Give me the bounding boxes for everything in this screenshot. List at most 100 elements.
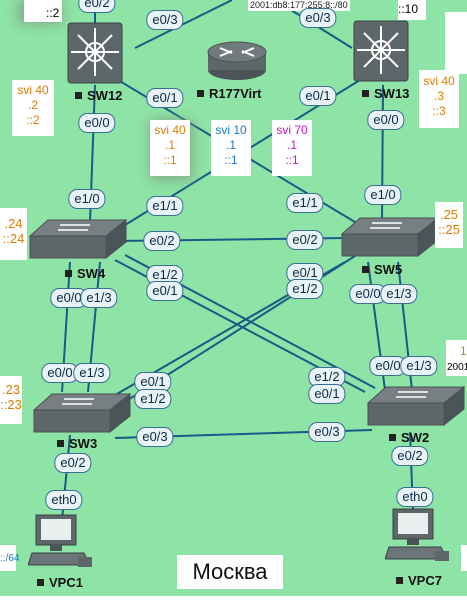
sw5-name: SW5 (374, 262, 403, 277)
edge-text-left-bottom: ::/64 (0, 553, 20, 564)
port-sw4-e01[interactable]: e0/1 (146, 281, 184, 301)
port-sw12-e00[interactable]: e0/0 (78, 113, 116, 133)
edge-text-top-left: ::2 (46, 6, 60, 20)
sw5-ipv6: ::25 (438, 222, 460, 237)
r177-svi70-name: svi 70 (276, 123, 308, 137)
sw4-label: SW4 (65, 266, 105, 281)
port-sw5-e00[interactable]: e0/0 (349, 284, 387, 304)
port-sw4-e13[interactable]: e1/3 (80, 288, 118, 308)
port-sw5-e11[interactable]: e1/1 (286, 193, 324, 213)
port-sw13-e00[interactable]: e0/0 (367, 110, 405, 130)
sw12-label: SW12 (75, 88, 122, 103)
port-sw2-e02[interactable]: e0/2 (391, 446, 429, 466)
sw12-svi-ipv6: ::2 (26, 113, 40, 127)
sw3-addr-box (0, 376, 22, 424)
port-sw2-e03[interactable]: e0/3 (308, 422, 346, 442)
r177-svi40-ipv6: ::1 (163, 153, 177, 167)
port-vpc7-eth0[interactable]: eth0 (396, 487, 434, 507)
port-sw12-r177[interactable]: e0/3 (146, 10, 184, 30)
city-label: Москва (177, 555, 283, 589)
edge-text-right-mid: 1 (460, 344, 467, 358)
sw12-switch-icon[interactable] (67, 22, 123, 84)
sw4-name: SW4 (77, 266, 106, 281)
port-sw12-e01[interactable]: e0/1 (146, 88, 184, 108)
port-sw12-top[interactable]: e0/2 (78, 0, 116, 13)
port-sw3-e13[interactable]: e1/3 (73, 363, 111, 383)
sw12-name: SW12 (87, 88, 123, 103)
port-sw13-e01[interactable]: e0/1 (299, 86, 337, 106)
port-r177-sw13[interactable]: e0/3 (299, 8, 337, 28)
port-sw5-e12[interactable]: e1/2 (286, 279, 324, 299)
sw5-addresses: .25 ::25 (435, 207, 463, 237)
port-sw5-e02[interactable]: e0/2 (286, 230, 324, 250)
port-sw5-e13[interactable]: e1/3 (380, 284, 418, 304)
edge-box-right-top (445, 12, 467, 74)
r177-svi40-addresses: svi 40 .1 ::1 (150, 123, 190, 168)
r177virt-label: R177Virt (197, 86, 262, 101)
sw5-addr-box (435, 202, 463, 248)
r177-svi70-ipv4: .1 (286, 138, 297, 152)
sw2-name: SW2 (401, 430, 430, 445)
r177-svi40-box (150, 120, 190, 176)
r177-svi70-ipv6: ::1 (285, 153, 299, 167)
link-sw12-r177 (134, 0, 233, 49)
r177-svi70-box (272, 120, 312, 176)
sw13-svi-name: svi 40 (423, 74, 455, 88)
port-sw4-e12[interactable]: e1/2 (146, 265, 184, 285)
port-sw5-e10[interactable]: e1/0 (364, 185, 402, 205)
vpc7-name: VPC7 (408, 573, 442, 588)
sw3-label: SW3 (57, 436, 97, 451)
sw12-svi-addresses: svi 40 .2 ::2 (12, 83, 54, 128)
port-sw4-e02[interactable]: e0/2 (143, 231, 181, 251)
edge-box-top-left (24, 0, 62, 22)
edge-box-top-right (398, 0, 426, 20)
port-sw3-e02[interactable]: e0/2 (54, 453, 92, 473)
r177-svi10-ipv6: ::1 (224, 153, 238, 167)
port-sw4-e10[interactable]: e1/0 (68, 189, 106, 209)
port-sw2-e13[interactable]: e1/3 (400, 356, 438, 376)
sw12-svi-ipv4: .2 (27, 98, 38, 112)
sw3-name: SW3 (69, 436, 98, 451)
port-sw4-e00[interactable]: e0/0 (50, 288, 88, 308)
vpc1-pc-icon[interactable] (28, 513, 94, 569)
sw13-label: SW13 (362, 86, 409, 101)
r177-svi40-ipv4: .1 (164, 138, 175, 152)
sw5-switch-icon[interactable] (340, 216, 440, 258)
edge-box-left-bottom (0, 545, 16, 571)
port-sw2-e01[interactable]: e0/1 (308, 384, 346, 404)
sw4-addr-box (0, 208, 27, 260)
sw5-label: SW5 (362, 262, 402, 277)
port-sw3-e00[interactable]: e0/0 (41, 363, 79, 383)
r177-svi40-name: svi 40 (154, 123, 186, 137)
r177virt-router-icon[interactable] (206, 36, 268, 82)
vpc7-pc-icon[interactable] (385, 507, 451, 563)
sw13-name: SW13 (374, 86, 410, 101)
port-sw2-e12[interactable]: e1/2 (308, 367, 346, 387)
sw2-switch-icon[interactable] (366, 385, 466, 427)
sw3-addresses: .23 ::23 (0, 382, 22, 412)
sw13-svi-box (419, 70, 459, 128)
sw3-switch-icon[interactable] (32, 392, 132, 434)
port-vpc1-eth0[interactable]: eth0 (45, 490, 83, 510)
sw4-switch-icon[interactable] (28, 218, 128, 260)
sw4-ipv4: .24 (4, 216, 23, 231)
port-sw3-e03[interactable]: e0/3 (136, 427, 174, 447)
port-sw4-e11[interactable]: e1/1 (146, 196, 184, 216)
sw4-ipv6: ::24 (2, 231, 25, 246)
r177-svi10-ipv4: .1 (225, 138, 236, 152)
r177-svi10-addresses: svi 10 .1 ::1 (211, 123, 251, 168)
sw13-svi-ipv6: ::3 (432, 104, 446, 118)
r177virt-name: R177Virt (209, 86, 262, 101)
edge-box-right-mid (446, 340, 467, 376)
vpc1-label: VPC1 (37, 575, 83, 590)
sw13-svi-addresses: svi 40 .3 ::3 (419, 74, 459, 119)
edge-text-top-right: ::10 (398, 2, 419, 16)
edge-box-right-bottom (461, 545, 467, 571)
sw13-switch-icon[interactable] (353, 20, 409, 82)
sw2-label: SW2 (389, 430, 429, 445)
port-sw2-e00[interactable]: e0/0 (369, 356, 407, 376)
port-sw3-e12[interactable]: e1/2 (134, 389, 172, 409)
sw3-ipv6: ::23 (0, 397, 22, 412)
sw12-svi-box (12, 80, 54, 136)
